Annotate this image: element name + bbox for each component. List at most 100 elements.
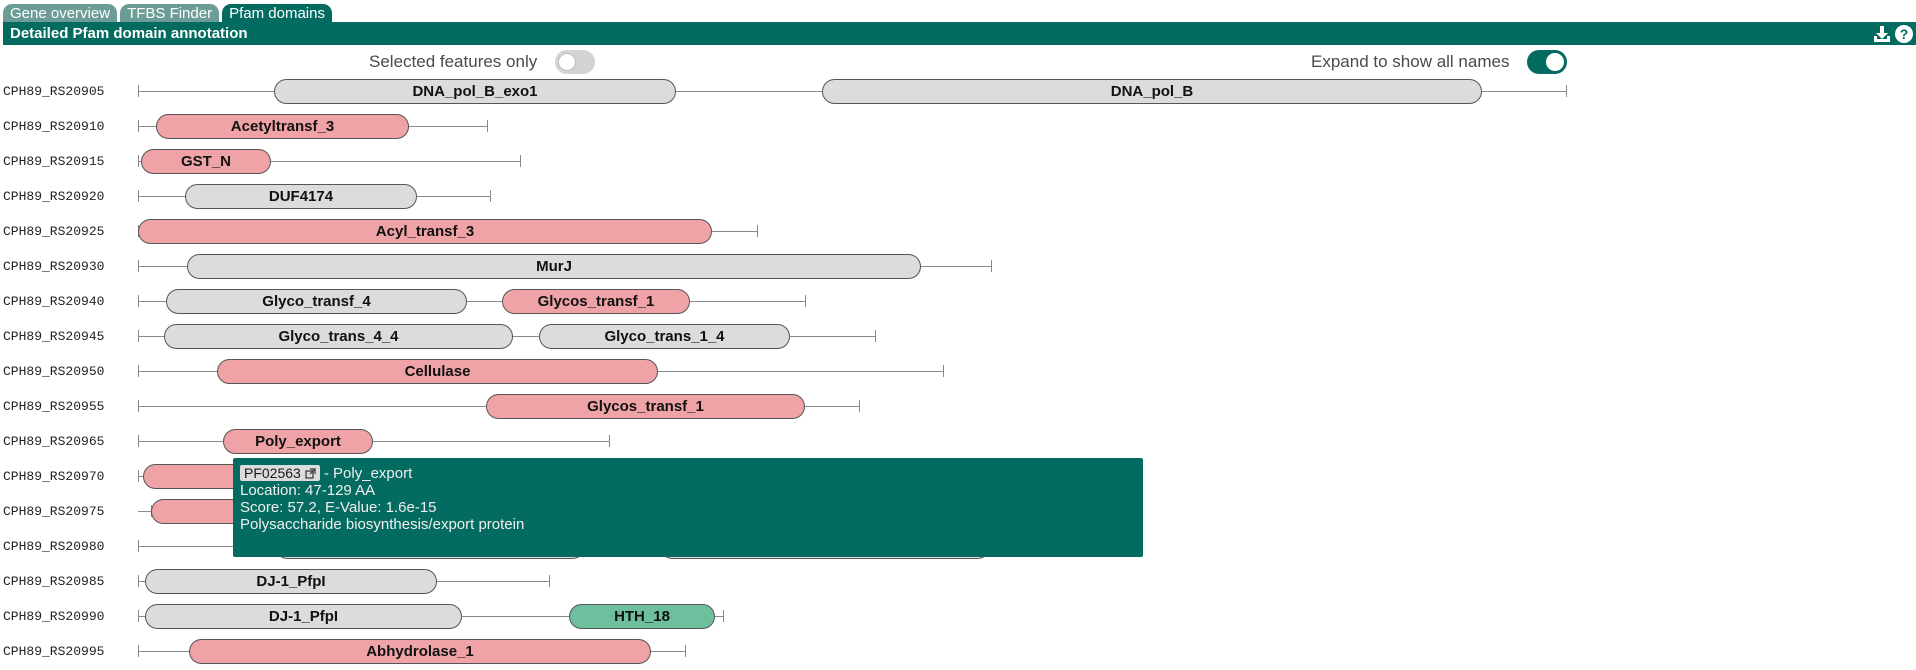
gene-start-tick [138, 260, 139, 272]
gene-end-tick [859, 400, 860, 412]
tab-tfbs-finder[interactable]: TFBS Finder [120, 4, 220, 23]
gene-end-tick [943, 365, 944, 377]
pfam-domain[interactable]: Abhydrolase_1 [189, 639, 651, 664]
pfam-domain[interactable]: Glycos_transf_1 [486, 394, 805, 419]
locus-tag[interactable]: CPH89_RS20905 [3, 84, 105, 99]
locus-tag[interactable]: CPH89_RS20950 [3, 364, 105, 379]
gene-end-tick [487, 120, 488, 132]
tab-pfam-domains[interactable]: Pfam domains [222, 4, 332, 23]
gene-end-tick [723, 610, 724, 622]
pfam-domain[interactable]: DNA_pol_B [822, 79, 1482, 104]
gene-row: CPH89_RS20990 DJ-1_PfpI HTH_18 [0, 599, 1916, 634]
gene-row: CPH89_RS20920 DUF4174 [0, 179, 1916, 214]
gene-row: CPH89_RS20950 Cellulase [0, 354, 1916, 389]
pfam-domain[interactable]: HTH_18 [569, 604, 715, 629]
gene-start-tick [138, 155, 139, 167]
panel-header: Detailed Pfam domain annotation ? [3, 22, 1916, 45]
gene-row: CPH89_RS20910 Acetyltransf_3 [0, 109, 1916, 144]
gene-end-tick [757, 225, 758, 237]
gene-row: CPH89_RS20915 GST_N [0, 144, 1916, 179]
pfam-domain[interactable]: Glyco_trans_4_4 [164, 324, 513, 349]
gene-row: CPH89_RS20945 Glyco_trans_4_4 Glyco_tran… [0, 319, 1916, 354]
gene-row: CPH89_RS20955 Glycos_transf_1 [0, 389, 1916, 424]
gene-start-tick [138, 435, 139, 447]
pfam-domain[interactable]: Cellulase [217, 359, 658, 384]
tooltip-location: Location: 47-129 AA [240, 482, 376, 499]
locus-tag[interactable]: CPH89_RS20995 [3, 644, 105, 659]
gene-start-tick [138, 190, 139, 202]
pfam-domain[interactable]: Glyco_transf_4 [166, 289, 467, 314]
gene-row: CPH89_RS20940 Glyco_transf_4 Glycos_tran… [0, 284, 1916, 319]
locus-tag[interactable]: CPH89_RS20990 [3, 609, 105, 624]
pfam-domain[interactable]: Glycos_transf_1 [502, 289, 690, 314]
pfam-domain[interactable]: MurJ [187, 254, 921, 279]
gene-backbone [138, 441, 610, 442]
gene-row: CPH89_RS20965 Poly_export [0, 424, 1916, 459]
panel-title: Detailed Pfam domain annotation [10, 25, 248, 42]
expand-names-toggle-group: Expand to show all names [1311, 50, 1568, 74]
gene-end-tick [875, 330, 876, 342]
pfam-domain[interactable]: GST_N [141, 149, 271, 174]
svg-text:?: ? [1900, 26, 1909, 42]
locus-tag[interactable]: CPH89_RS20920 [3, 189, 105, 204]
pfam-domain[interactable]: Acetyltransf_3 [156, 114, 409, 139]
download-icon[interactable] [1872, 24, 1892, 44]
gene-end-tick [685, 645, 686, 657]
gene-start-tick [138, 85, 139, 97]
locus-tag[interactable]: CPH89_RS20925 [3, 224, 105, 239]
pfam-domain[interactable]: Acyl_transf_3 [138, 219, 712, 244]
pfam-domain[interactable]: DNA_pol_B_exo1 [274, 79, 676, 104]
locus-tag[interactable]: CPH89_RS20910 [3, 119, 105, 134]
gene-start-tick [138, 330, 139, 342]
locus-tag[interactable]: CPH89_RS20975 [3, 504, 105, 519]
selected-only-toggle-group: Selected features only [369, 50, 596, 74]
help-icon[interactable]: ? [1894, 24, 1914, 44]
tooltip-description: Polysaccharide biosynthesis/export prote… [240, 516, 525, 533]
locus-tag[interactable]: CPH89_RS20945 [3, 329, 105, 344]
pfam-domain[interactable]: Poly_export [223, 429, 373, 454]
pfam-domain[interactable]: DJ-1_PfpI [145, 569, 437, 594]
locus-tag[interactable]: CPH89_RS20955 [3, 399, 105, 414]
external-link-icon [305, 468, 316, 479]
gene-end-tick [609, 435, 610, 447]
gene-start-tick [138, 295, 139, 307]
gene-start-tick [138, 645, 139, 657]
selected-only-switch[interactable] [555, 50, 596, 74]
tab-gene-overview[interactable]: Gene overview [3, 4, 118, 23]
pfam-domain[interactable]: Glyco_trans_1_4 [539, 324, 790, 349]
locus-tag[interactable]: CPH89_RS20980 [3, 539, 105, 554]
switch-knob [558, 53, 577, 71]
tooltip-score: Score: 57.2, E-Value: 1.6e-15 [240, 499, 437, 516]
gene-row: CPH89_RS20925 Acyl_transf_3 [0, 214, 1916, 249]
expand-names-switch[interactable] [1527, 50, 1568, 74]
gene-end-tick [805, 295, 806, 307]
gene-end-tick [549, 575, 550, 587]
pfam-accession: PF02563 [244, 465, 301, 481]
gene-start-tick [138, 470, 139, 482]
locus-tag[interactable]: CPH89_RS20940 [3, 294, 105, 309]
selected-only-label: Selected features only [369, 52, 538, 71]
pfam-accession-link[interactable]: PF02563 [240, 465, 320, 481]
gene-end-tick [490, 190, 491, 202]
tooltip-heading: PF02563 - Poly_export [240, 465, 1135, 482]
pfam-domain[interactable]: DJ-1_PfpI [145, 604, 462, 629]
gene-start-tick [138, 400, 139, 412]
gene-end-tick [1566, 85, 1567, 97]
gene-backbone [138, 161, 521, 162]
locus-tag[interactable]: CPH89_RS20985 [3, 574, 105, 589]
domain-tooltip: PF02563 - Poly_export Location: 47-129 A… [233, 458, 1143, 557]
locus-tag[interactable]: CPH89_RS20965 [3, 434, 105, 449]
locus-tag[interactable]: CPH89_RS20915 [3, 154, 105, 169]
gene-start-tick [138, 120, 139, 132]
gene-end-tick [991, 260, 992, 272]
gene-backbone [138, 301, 806, 302]
gene-row: CPH89_RS20930 MurJ [0, 249, 1916, 284]
gene-start-tick [138, 540, 139, 552]
gene-row: CPH89_RS20985 DJ-1_PfpI [0, 564, 1916, 599]
locus-tag[interactable]: CPH89_RS20970 [3, 469, 105, 484]
pfam-domain[interactable]: DUF4174 [185, 184, 417, 209]
expand-names-label: Expand to show all names [1311, 52, 1510, 71]
locus-tag[interactable]: CPH89_RS20930 [3, 259, 105, 274]
gene-start-tick [138, 365, 139, 377]
